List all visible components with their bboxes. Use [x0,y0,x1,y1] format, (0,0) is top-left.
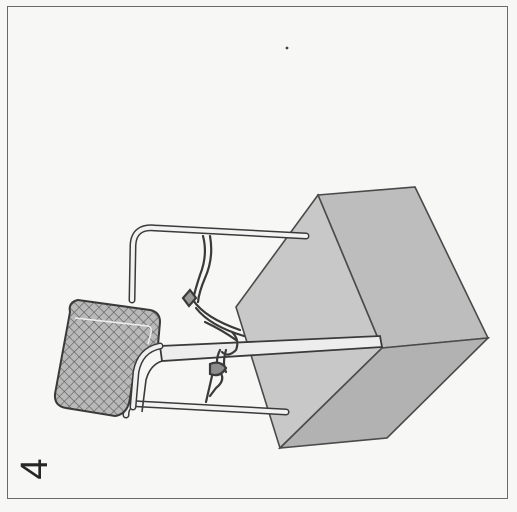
chair-lower-leg [126,404,286,415]
print-speck [286,47,289,50]
binding-straps [183,236,244,402]
step-number: 4 [14,448,56,490]
